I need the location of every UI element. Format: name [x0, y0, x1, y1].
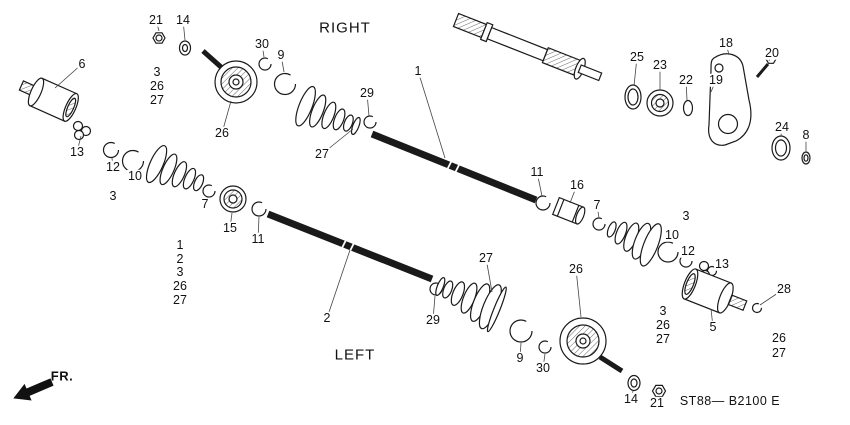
clip-29 [363, 115, 377, 129]
part-callout-23: 23 [652, 57, 668, 72]
washer-14-left [627, 374, 641, 392]
part-callout-27: 27 [149, 92, 165, 107]
part-callout-3: 3 [681, 208, 691, 223]
part-callout-12: 12 [105, 159, 121, 174]
part-callout-27: 27 [172, 292, 188, 307]
left-side-label: LEFT [332, 346, 378, 364]
clip-7-left [202, 184, 216, 198]
part-callout-13: 13 [69, 144, 85, 159]
part-callout-15: 15 [222, 220, 238, 235]
intermediate-shaft [452, 12, 603, 82]
part-callout-14: 14 [175, 12, 191, 27]
ring-12-left [102, 141, 120, 159]
part-callout-2: 2 [322, 310, 332, 325]
right-inboard-boot [606, 221, 662, 267]
part-callout-26: 26 [172, 278, 188, 293]
part-callout-19: 19 [708, 72, 724, 87]
part-callout-26: 26 [149, 78, 165, 93]
part-callout-29: 29 [425, 312, 441, 327]
clip-22 [682, 99, 694, 117]
boot-band-9 [273, 72, 297, 96]
part-callout-9: 9 [276, 47, 286, 62]
part-callout-27: 27 [655, 331, 671, 346]
left-inboard-boot [145, 144, 205, 192]
part-callout-14: 14 [623, 391, 639, 406]
clip-28 [751, 302, 763, 314]
cv-joint-15 [219, 185, 247, 213]
support-bearing-set [624, 84, 694, 117]
part-callout-16: 16 [569, 177, 585, 192]
part-callout-29: 29 [359, 85, 375, 100]
spider-rollers-13-left [72, 120, 92, 141]
part-callout-9: 9 [515, 350, 525, 365]
fr-direction-label: FR. [50, 368, 74, 384]
part-callout-1: 1 [175, 237, 185, 252]
clip-30 [258, 57, 272, 71]
ring-8 [801, 151, 811, 165]
part-callout-10: 10 [127, 168, 143, 183]
part-callout-6: 6 [77, 56, 87, 71]
part-callout-12: 12 [680, 243, 696, 258]
diagram-part-code: ST88— B2100 E [677, 394, 783, 408]
spindle-nut-21-left [651, 384, 667, 398]
part-callout-25: 25 [629, 49, 645, 64]
part-callout-30: 30 [254, 36, 270, 51]
left-outboard-joint [559, 317, 624, 374]
right-side-label: RIGHT [317, 19, 373, 37]
part-callout-1: 1 [413, 63, 423, 78]
part-callout-11: 11 [529, 164, 545, 179]
outboard-stub-shaft [201, 49, 223, 69]
part-callout-26: 26 [214, 125, 230, 140]
part-callout-7: 7 [200, 196, 210, 211]
ring-11 [535, 195, 551, 211]
circlip-10 [657, 241, 679, 263]
part-callout-24: 24 [774, 119, 790, 134]
spindle-nut-21 [152, 32, 166, 44]
left-axle-shaft [266, 210, 434, 283]
part-callout-3: 3 [658, 303, 668, 318]
bearing-bracket [708, 53, 752, 146]
boot-band-9-left [509, 319, 533, 343]
part-callout-22: 22 [678, 72, 694, 87]
part-callout-10: 10 [664, 227, 680, 242]
part-callout-27: 27 [478, 250, 494, 265]
part-callout-8: 8 [801, 127, 811, 142]
part-callout-21: 21 [148, 12, 164, 27]
ring-11-left [251, 201, 267, 217]
oil-seal-24 [771, 135, 791, 161]
clip-30-left [538, 340, 552, 354]
part-callout-3: 3 [152, 64, 162, 79]
part-callout-3: 3 [108, 188, 118, 203]
clip-7 [592, 217, 606, 231]
part-callout-11: 11 [250, 231, 266, 246]
dynamic-damper-16 [551, 196, 586, 225]
part-callout-26: 26 [655, 317, 671, 332]
part-callout-5: 5 [708, 319, 718, 334]
part-callout-27: 27 [771, 345, 787, 360]
part-callout-21: 21 [649, 395, 665, 410]
part-callout-26: 26 [771, 330, 787, 345]
part-callout-20: 20 [764, 45, 780, 60]
right-driveshaft-assembly [152, 32, 763, 314]
part-callout-2: 2 [175, 251, 185, 266]
part-callout-18: 18 [718, 35, 734, 50]
part-callout-27: 27 [314, 146, 330, 161]
left-outboard-boot [435, 277, 507, 333]
part-callout-30: 30 [535, 360, 551, 375]
right-inboard-housing-5 [681, 268, 748, 314]
left-inboard-housing-6 [18, 77, 79, 122]
right-axle-shaft [370, 130, 538, 204]
fr-arrow-icon [13, 378, 54, 401]
part-callout-13: 13 [714, 256, 730, 271]
part-callout-3: 3 [175, 264, 185, 279]
part-callout-26: 26 [568, 261, 584, 276]
washer-14 [178, 40, 192, 56]
right-outboard-boot [295, 85, 361, 136]
part-callout-7: 7 [592, 197, 602, 212]
right-outboard-joint [214, 60, 258, 104]
part-callout-28: 28 [776, 281, 792, 296]
